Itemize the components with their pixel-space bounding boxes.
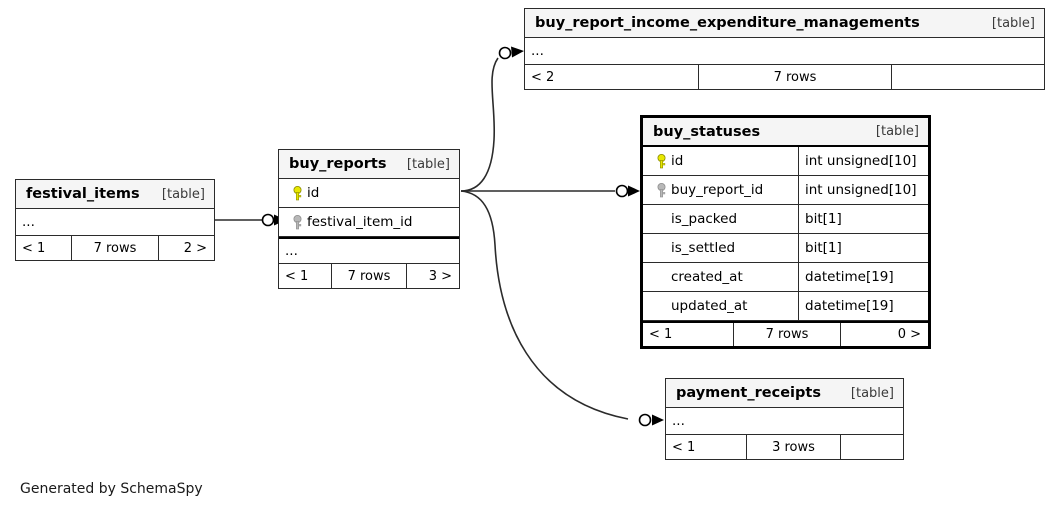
footer-row-count: 3 rows [746, 435, 841, 459]
column-row-festival-item-id[interactable]: festival_item_id [279, 208, 459, 237]
table-type-tag: [table] [406, 156, 450, 172]
edge-buy-reports-to-payment-receipts [460, 190, 664, 427]
table-name-label: buy_statuses [653, 123, 761, 140]
column-label: festival_item_id [307, 214, 413, 230]
footer-parents-count: < 1 [22, 240, 46, 256]
table-footer-festival-items: < 1 7 rows 2 > [16, 235, 214, 260]
column-name-cell: created_at [643, 269, 798, 285]
generator-credit: Generated by SchemaSpy [20, 481, 203, 497]
footer-parents-count: < 1 [285, 268, 309, 284]
column-name-cell: festival_item_id [279, 214, 459, 230]
table-buy-statuses[interactable]: buy_statuses [table] id int unsigned[10] [640, 115, 931, 349]
footer-parents-count: < 1 [672, 439, 696, 455]
column-label: id [307, 185, 320, 201]
edge-buy-reports-to-income-expenditure [460, 46, 524, 192]
table-footer-buy-reports: < 1 7 rows 3 > [279, 263, 459, 288]
table-name-label: payment_receipts [676, 385, 821, 401]
footer-row-count: 7 rows [71, 236, 159, 260]
table-payment-receipts[interactable]: payment_receipts [table] ... < 1 3 rows [665, 378, 904, 460]
column-type-label: int unsigned[10] [798, 147, 928, 175]
column-name-cell: buy_report_id [643, 182, 798, 198]
column-row-id[interactable]: id [279, 179, 459, 208]
footer-children-count [841, 435, 903, 459]
column-name-cell: is_packed [643, 211, 798, 227]
table-title-festival-items: festival_items [table] [16, 180, 214, 209]
footer-parents-count: < 2 [531, 69, 555, 85]
columns-collapsed-ellipsis[interactable]: ... [16, 209, 214, 235]
table-name-label: festival_items [26, 186, 140, 202]
column-label: updated_at [671, 298, 748, 314]
foreign-key-icon [651, 182, 671, 198]
column-type-label: bit[1] [798, 234, 928, 262]
column-name-cell: is_settled [643, 240, 798, 256]
table-name-label: buy_reports [289, 156, 387, 172]
column-type-label: datetime[19] [798, 263, 928, 291]
footer-children-count: 2 > [183, 240, 207, 256]
table-buy-reports[interactable]: buy_reports [table] id [278, 149, 460, 289]
table-footer-buy-statuses: < 1 7 rows 0 > [643, 321, 928, 346]
column-row-is-packed[interactable]: is_packed bit[1] [643, 205, 928, 234]
footer-children-count: 0 > [897, 327, 921, 342]
footer-parents-count: < 1 [649, 327, 673, 342]
column-name-cell: id [643, 153, 798, 169]
columns-collapsed-ellipsis[interactable]: ... [279, 237, 459, 263]
column-name-cell: updated_at [643, 298, 798, 314]
column-row-buy-report-id[interactable]: buy_report_id int unsigned[10] [643, 176, 928, 205]
table-footer-payment-receipts: < 1 3 rows [666, 434, 903, 459]
column-label: created_at [671, 269, 743, 285]
footer-children-count [892, 65, 1044, 89]
column-type-label: datetime[19] [798, 292, 928, 320]
table-buy-report-income-expenditure-managements[interactable]: buy_report_income_expenditure_management… [524, 8, 1045, 90]
footer-row-count: 7 rows [698, 65, 892, 89]
table-footer-income-expenditure: < 2 7 rows [525, 64, 1044, 89]
column-row-updated-at[interactable]: updated_at datetime[19] [643, 292, 928, 321]
table-type-tag: [table] [850, 385, 894, 401]
footer-children-count: 3 > [428, 268, 452, 284]
edge-festival-items-to-buy-reports [214, 213, 286, 227]
column-label: is_packed [671, 211, 738, 227]
table-title-buy-statuses: buy_statuses [table] [643, 118, 928, 147]
column-type-label: int unsigned[10] [798, 176, 928, 204]
table-title-income-expenditure: buy_report_income_expenditure_management… [525, 9, 1044, 38]
foreign-key-icon [287, 214, 307, 230]
table-type-tag: [table] [875, 124, 919, 139]
columns-collapsed-ellipsis[interactable]: ... [525, 38, 1044, 64]
table-name-label: buy_report_income_expenditure_management… [535, 15, 920, 31]
column-name-cell: id [279, 185, 459, 201]
primary-key-icon [287, 185, 307, 201]
column-row-id[interactable]: id int unsigned[10] [643, 147, 928, 176]
columns-collapsed-ellipsis[interactable]: ... [666, 408, 903, 434]
primary-key-icon [651, 153, 671, 169]
table-type-tag: [table] [161, 186, 205, 202]
column-row-created-at[interactable]: created_at datetime[19] [643, 263, 928, 292]
footer-row-count: 7 rows [331, 264, 407, 288]
table-type-tag: [table] [991, 15, 1035, 31]
edge-buy-reports-to-buy-statuses [461, 184, 640, 198]
table-festival-items[interactable]: festival_items [table] ... < 1 7 rows 2 … [15, 179, 215, 261]
column-row-is-settled[interactable]: is_settled bit[1] [643, 234, 928, 263]
column-label: is_settled [671, 240, 736, 256]
column-label: id [671, 153, 684, 169]
table-title-buy-reports: buy_reports [table] [279, 150, 459, 179]
column-type-label: bit[1] [798, 205, 928, 233]
footer-row-count: 7 rows [733, 323, 841, 346]
table-title-payment-receipts: payment_receipts [table] [666, 379, 903, 408]
column-label: buy_report_id [671, 182, 764, 198]
